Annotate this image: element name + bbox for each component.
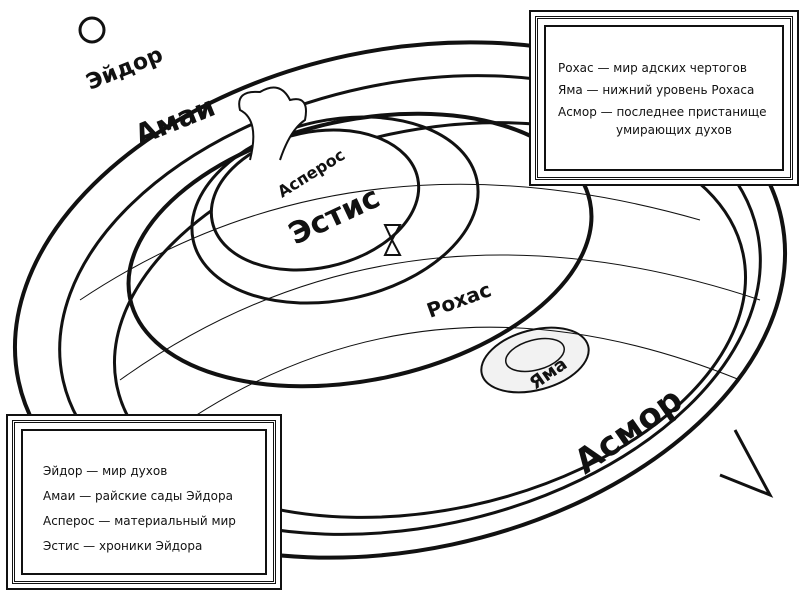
asmor-ring <box>113 121 747 519</box>
estis-ring <box>190 115 480 305</box>
rokhas-ring <box>126 111 594 389</box>
legend-line: Эйдор — мир духов <box>43 464 168 478</box>
legend-line: Эстис — хроники Эйдора <box>43 539 203 553</box>
legend-line: Яма — нижний уровень Рохаса <box>558 83 755 97</box>
legend-line: Амаи — райские сады Эйдора <box>43 489 233 503</box>
label-eidor: Эйдор <box>83 42 167 95</box>
yama-pit-core <box>505 337 565 373</box>
flag-ribbon <box>719 429 774 498</box>
asperos-disc <box>209 128 421 272</box>
legend-line: Асперос — материальный мир <box>43 514 236 528</box>
amai-ring <box>58 74 762 536</box>
grid-lines <box>79 183 761 441</box>
legend-frame <box>544 25 784 171</box>
legend-frame <box>21 429 267 575</box>
legend-top: Рохас — мир адских чертогов Яма — нижний… <box>535 16 793 180</box>
legend-line: умирающих духов <box>616 123 732 137</box>
tree-icon <box>238 86 307 161</box>
legend-bottom: Эйдор — мир духов Амаи — райские сады Эй… <box>12 420 276 584</box>
hanging-ring <box>78 16 106 44</box>
legend-line: Асмор — последнее пристанище <box>558 105 767 119</box>
legend-line: Рохас — мир адских чертогов <box>558 61 747 75</box>
hourglass-icon <box>383 224 402 256</box>
